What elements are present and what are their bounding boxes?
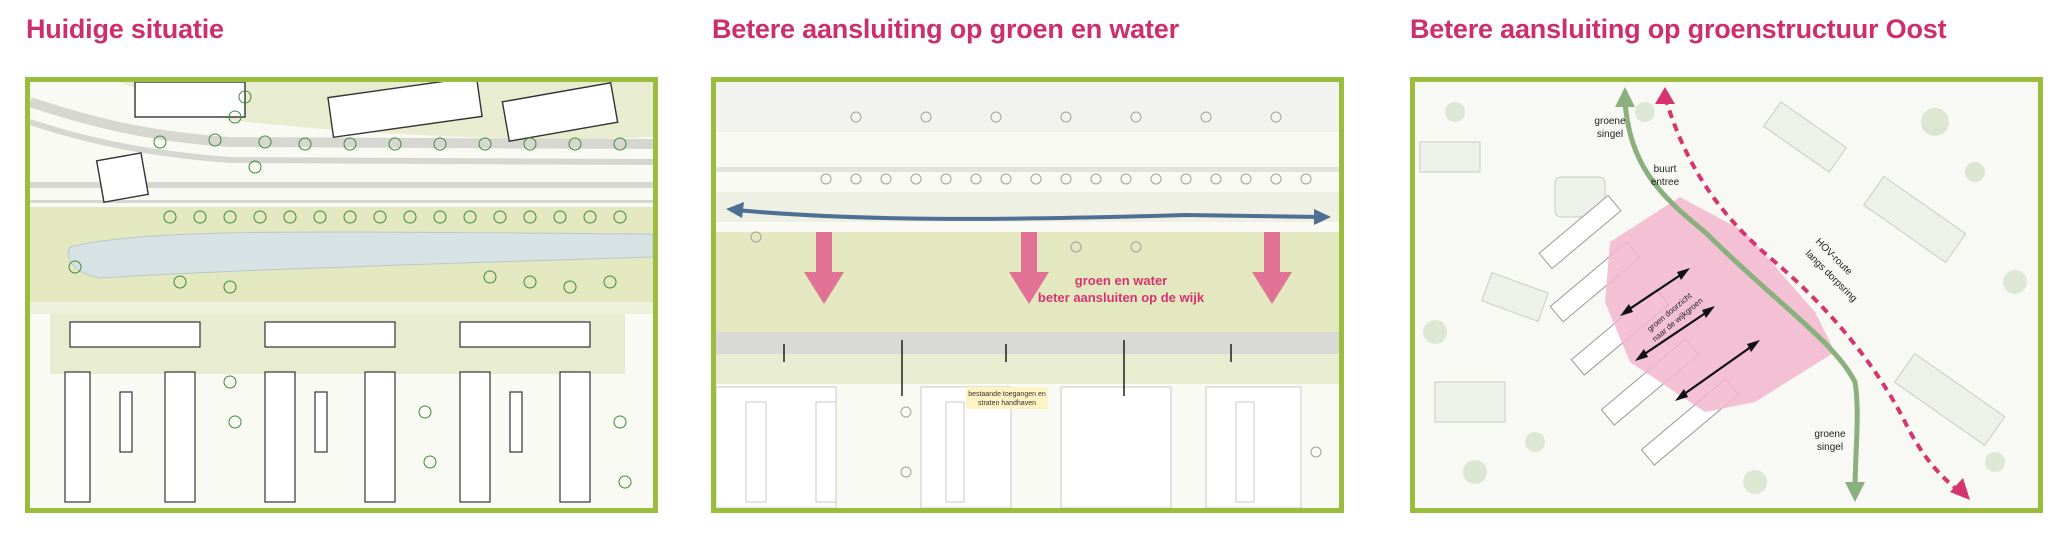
label-groene-singel-top-1: groene xyxy=(1594,116,1626,127)
map-current-situation xyxy=(25,77,658,513)
label-groene-singel-bottom-1: groene xyxy=(1814,429,1846,440)
label-access-1: bestaande toegangen en xyxy=(968,391,1046,398)
map-green-structure-east: groene singel buurt entree HOV-route lan… xyxy=(1410,77,2043,513)
map-green-structure-drawing: groene singel buurt entree HOV-route lan… xyxy=(1415,82,2038,508)
map-green-water-drawing: groen en water beter aansluiten op de wi… xyxy=(716,82,1339,508)
label-green-water-1: groen en water xyxy=(1075,273,1167,288)
panel-title-green-water: Betere aansluiting op groen en water xyxy=(712,14,1179,44)
label-access-2: straten handhaven xyxy=(978,400,1036,407)
map-current-drawing xyxy=(30,82,653,508)
label-groene-singel-top-2: singel xyxy=(1597,129,1623,140)
panel-title-current: Huidige situatie xyxy=(26,14,224,44)
label-green-water-2: beter aansluiten op de wijk xyxy=(1038,290,1205,305)
map-green-water: groen en water beter aansluiten op de wi… xyxy=(711,77,1344,513)
label-groene-singel-bottom-2: singel xyxy=(1817,442,1843,453)
label-buurt-1: buurt xyxy=(1654,164,1677,175)
label-buurt-2: entree xyxy=(1651,177,1680,188)
panel-title-green-structure: Betere aansluiting op groenstructuur Oos… xyxy=(1410,14,1947,44)
